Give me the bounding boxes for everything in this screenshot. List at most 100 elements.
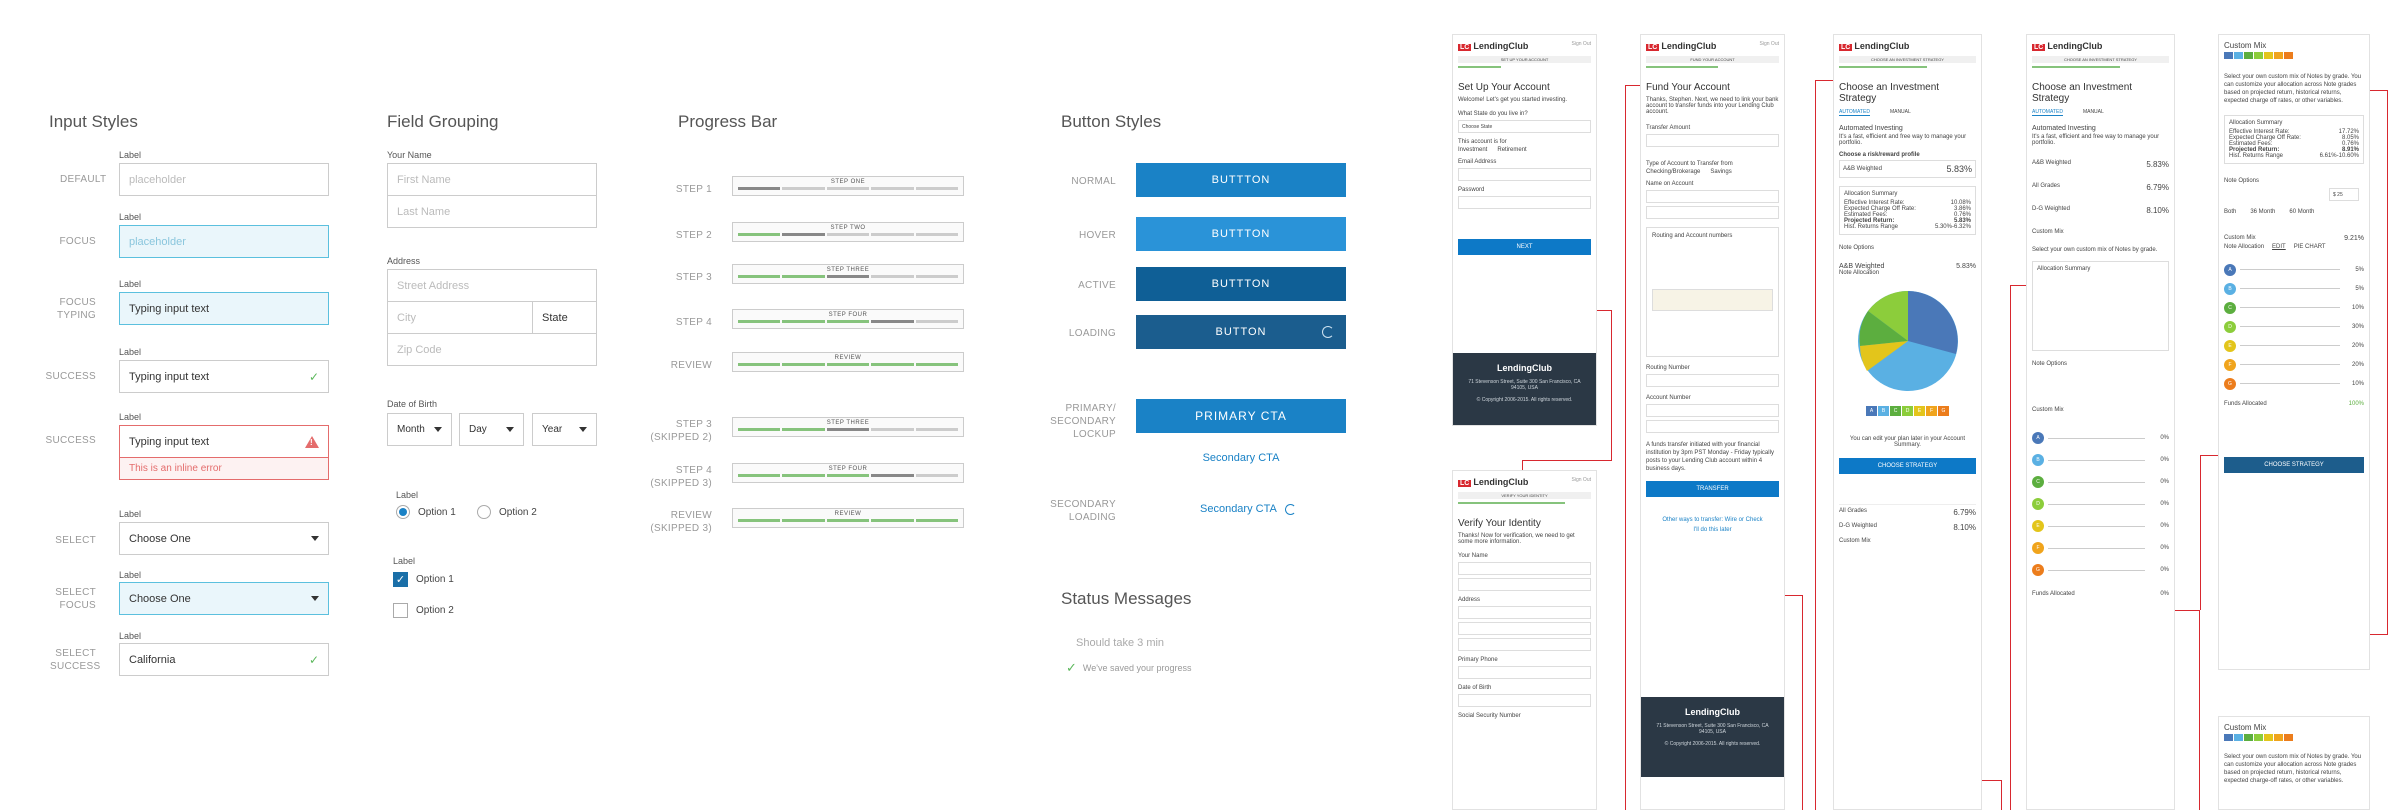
year-select[interactable]: Year xyxy=(532,413,597,446)
other-transfer-link[interactable]: Other ways to transfer: Wire or Check xyxy=(1662,517,1763,523)
primary-button-hover[interactable]: BUTTTON xyxy=(1136,217,1346,251)
select-dropdown[interactable]: Choose One xyxy=(119,522,329,555)
dob-select[interactable] xyxy=(1458,694,1591,707)
secondary-cta-link[interactable]: Secondary CTA xyxy=(1202,452,1280,464)
grade-percent[interactable]: 20% xyxy=(2351,361,2364,368)
choose-strategy-button[interactable]: CHOOSE STRATEGY xyxy=(1839,458,1976,474)
phone-input[interactable] xyxy=(1458,666,1591,679)
slider-track[interactable] xyxy=(2048,481,2145,483)
tab-automated[interactable]: AUTOMATED xyxy=(1839,109,1870,116)
savings-option[interactable]: Savings xyxy=(1710,169,1732,175)
primary-button-normal[interactable]: BUTTTON xyxy=(1136,163,1346,197)
grade-percent[interactable]: 5% xyxy=(2355,266,2364,273)
last-name-input[interactable]: Last Name xyxy=(387,195,597,228)
focus-typing-input[interactable]: Typing input text xyxy=(119,292,329,325)
slider-track[interactable] xyxy=(2048,547,2145,549)
slider-track[interactable] xyxy=(2240,383,2340,384)
name-last-input[interactable] xyxy=(1646,206,1779,219)
select-focus-dropdown[interactable]: Choose One xyxy=(119,582,329,615)
grade-percent[interactable]: 0% xyxy=(2160,435,2169,441)
city-input[interactable] xyxy=(1458,622,1591,635)
error-input[interactable]: Typing input text ! xyxy=(119,425,329,458)
grade-percent[interactable]: 0% xyxy=(2160,501,2169,507)
primary-button-active[interactable]: BUTTTON xyxy=(1136,267,1346,301)
term-60[interactable]: 60 Month xyxy=(2289,209,2315,215)
choose-strategy-button[interactable]: CHOOSE STRATEGY xyxy=(2224,457,2364,473)
tab-automated[interactable]: AUTOMATED xyxy=(2032,109,2063,116)
select-success-dropdown[interactable]: California✓ xyxy=(119,643,329,676)
next-button[interactable]: NEXT xyxy=(1458,239,1591,255)
grade-percent[interactable]: 0% xyxy=(2160,567,2169,573)
radio-option-2[interactable]: Option 2 xyxy=(477,505,537,519)
checking-option[interactable]: Checking/Brokerage xyxy=(1646,169,1701,175)
custom-mix-option[interactable]: Custom Mix xyxy=(1839,538,1871,544)
transfer-input[interactable] xyxy=(1646,134,1779,147)
state-select[interactable]: State xyxy=(532,301,597,334)
success-input[interactable]: Typing input text✓ xyxy=(119,360,329,393)
grade-percent[interactable]: 20% xyxy=(2351,342,2364,349)
grade-percent[interactable]: 0% xyxy=(2160,457,2169,463)
checkbox-option-1[interactable]: ✓Option 1 xyxy=(393,572,454,587)
grade-percent[interactable]: 30% xyxy=(2351,323,2364,330)
name-first-input[interactable] xyxy=(1646,190,1779,203)
term-36[interactable]: 36 Month xyxy=(2250,209,2276,215)
street-input[interactable] xyxy=(1458,606,1591,619)
tab-manual[interactable]: MANUAL xyxy=(1889,109,1911,115)
grade-percent[interactable]: 10% xyxy=(2351,304,2364,311)
slider-track[interactable] xyxy=(2240,364,2340,365)
primary-button-loading[interactable]: BUTTON xyxy=(1136,315,1346,349)
slider-track[interactable] xyxy=(2048,569,2145,571)
account-number-input[interactable] xyxy=(1646,404,1779,417)
password-input[interactable] xyxy=(1458,196,1591,209)
do-later-link[interactable]: I'll do this later xyxy=(1693,527,1732,533)
routing-input[interactable] xyxy=(1646,374,1779,387)
edit-link[interactable]: EDIT xyxy=(2272,244,2286,250)
first-name-input[interactable]: First Name xyxy=(387,163,597,196)
slider-track[interactable] xyxy=(2240,269,2340,270)
state-select[interactable]: Choose State xyxy=(1458,120,1591,133)
secondary-cta-loading[interactable]: Secondary CTA xyxy=(1200,503,1296,515)
grade-percent[interactable]: 10% xyxy=(2351,380,2364,387)
sign-out-link[interactable]: Sign Out xyxy=(1571,41,1591,47)
retirement-option[interactable]: Retirement xyxy=(1497,147,1527,153)
sign-out-link[interactable]: Sign Out xyxy=(1759,41,1779,47)
email-input[interactable] xyxy=(1458,168,1591,181)
checkbox-option-2[interactable]: Option 2 xyxy=(393,603,454,618)
slider-track[interactable] xyxy=(2240,288,2340,289)
street-address-input[interactable]: Street Address xyxy=(387,269,597,302)
pie-chart-link[interactable]: PIE CHART xyxy=(2293,244,2326,250)
zip-input[interactable] xyxy=(1458,638,1591,651)
default-input[interactable]: placeholder xyxy=(119,163,329,196)
grade-percent[interactable]: 0% xyxy=(2160,523,2169,529)
slider-track[interactable] xyxy=(2240,326,2340,327)
last-name-input[interactable] xyxy=(1458,578,1591,591)
radio-option-1[interactable]: Option 1 xyxy=(396,505,456,519)
tab-manual[interactable]: MANUAL xyxy=(2082,109,2104,115)
month-select[interactable]: Month xyxy=(387,413,452,446)
transfer-button[interactable]: TRANSFER xyxy=(1646,481,1779,497)
investment-option[interactable]: Investment xyxy=(1458,147,1488,153)
sign-out-link[interactable]: Sign Out xyxy=(1571,477,1591,483)
slider-track[interactable] xyxy=(2048,437,2145,439)
zip-code-input[interactable]: Zip Code xyxy=(387,333,597,366)
slider-track[interactable] xyxy=(2048,459,2145,461)
day-select[interactable]: Day xyxy=(459,413,524,446)
slider-track[interactable] xyxy=(2240,345,2340,346)
custom-mix-option[interactable]: Custom Mix xyxy=(2032,229,2064,235)
first-name-input[interactable] xyxy=(1458,562,1591,575)
slider-track[interactable] xyxy=(2048,503,2145,505)
grade-percent[interactable]: 0% xyxy=(2160,479,2169,485)
city-input[interactable]: City xyxy=(387,301,533,334)
primary-cta-button[interactable]: PRIMARY CTA xyxy=(1136,399,1346,433)
invest-amount-input[interactable]: $ 25 xyxy=(2329,188,2359,201)
term-both[interactable]: Both xyxy=(2224,209,2237,215)
slider-track[interactable] xyxy=(2240,307,2340,308)
account-confirm-input[interactable] xyxy=(1646,420,1779,433)
grade-percent[interactable]: 5% xyxy=(2355,285,2364,292)
